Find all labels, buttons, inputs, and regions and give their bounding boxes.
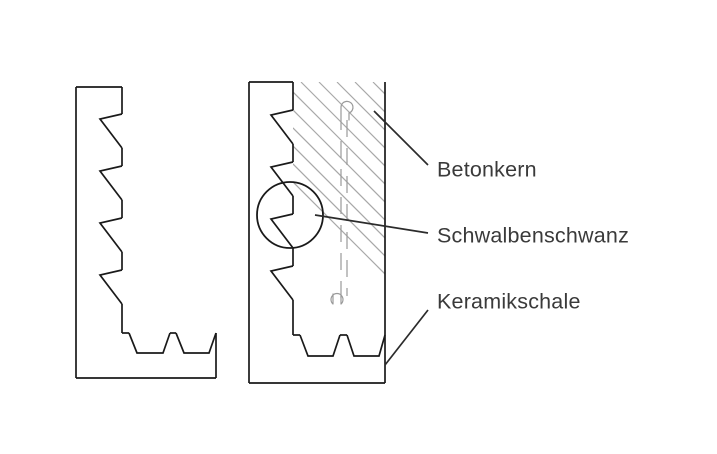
right-shell-outline xyxy=(248,81,386,384)
leader-line-schwalbenschwanz xyxy=(314,214,429,234)
left-bottom-dovetails xyxy=(122,332,217,354)
leader-lines-group xyxy=(314,110,429,366)
concrete-core-hatching xyxy=(293,82,385,275)
right-dovetail-face xyxy=(269,82,294,335)
left-shell-outline xyxy=(75,86,217,379)
left-dovetail-face xyxy=(98,87,123,333)
leader-line-keramikschale xyxy=(384,309,429,366)
labels-group: Betonkern Schwalbenschwanz Keramikschale xyxy=(437,158,629,314)
reinforcement-anchor-bar xyxy=(330,100,354,305)
label-schwalbenschwanz: Schwalbenschwanz xyxy=(437,224,629,248)
leader-line-betonkern xyxy=(373,110,429,166)
detail-callout-circle xyxy=(256,181,324,249)
label-betonkern: Betonkern xyxy=(437,158,537,182)
right-figure-group xyxy=(248,81,386,384)
right-bottom-dovetails xyxy=(293,334,386,357)
left-figure-group xyxy=(75,86,217,379)
label-keramikschale: Keramikschale xyxy=(437,290,581,314)
